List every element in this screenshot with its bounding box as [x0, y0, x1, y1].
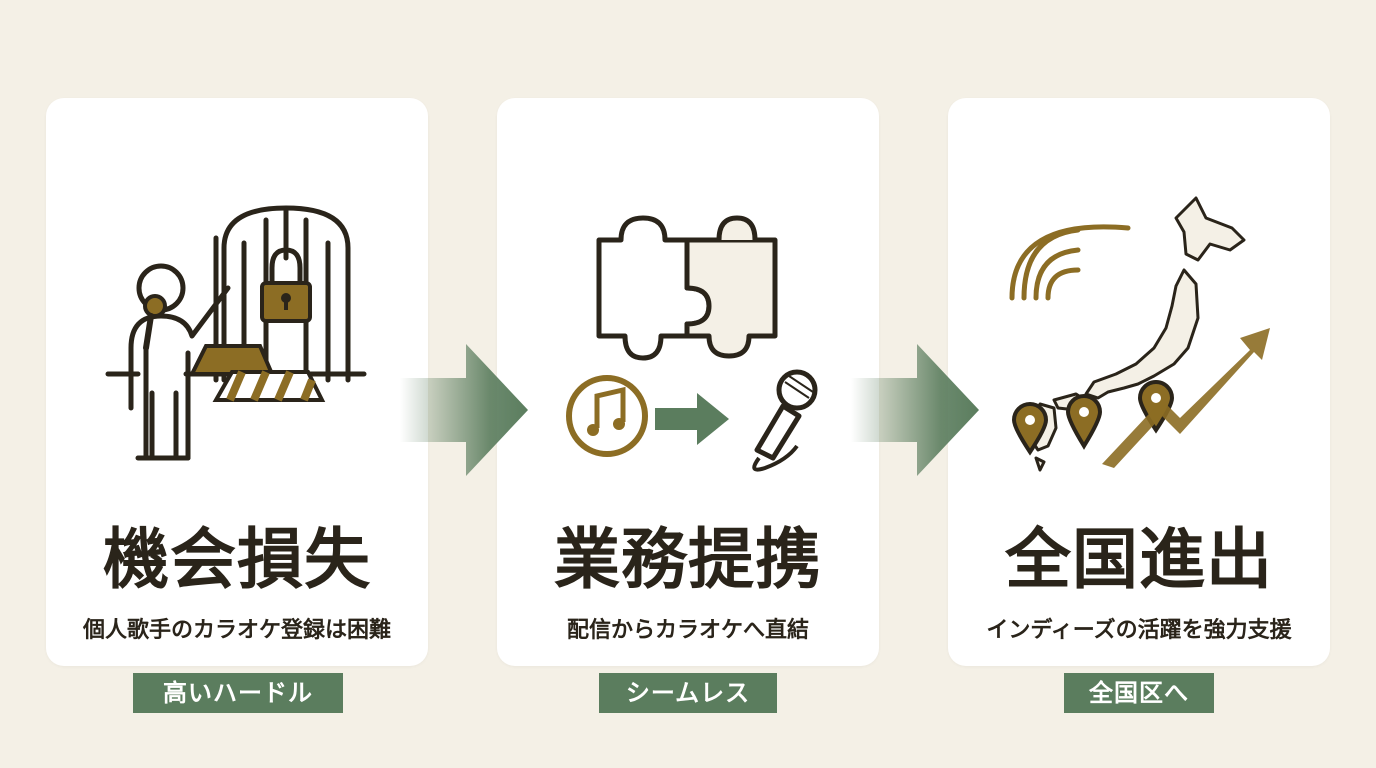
growth-arrow-icon — [1102, 328, 1270, 468]
step-card-nationwide: 全国進出 インディーズの活躍を強力支援 — [948, 98, 1330, 666]
padlock-icon — [260, 247, 312, 323]
flow-arrow-icon — [851, 344, 979, 476]
step1-illustration — [46, 188, 428, 488]
step-tag-high-hurdle: 高いハードル — [133, 673, 343, 713]
step3-illustration — [948, 188, 1330, 488]
location-pin-icon — [1137, 380, 1175, 434]
flow-arrow-icon — [400, 344, 528, 476]
step2-illustration — [497, 188, 879, 488]
step-card-opportunity-loss: 機会損失 個人歌手のカラオケ登録は困難 — [46, 98, 428, 666]
arrow-right-icon — [655, 393, 729, 445]
step-title: 業務提携 — [554, 520, 822, 598]
step-subtitle: 個人歌手のカラオケ登録は困難 — [82, 618, 391, 643]
broadcast-waves-icon — [1009, 224, 1131, 301]
step-subtitle: 配信からカラオケへ直結 — [566, 618, 809, 643]
puzzle-icon — [596, 215, 778, 361]
step-tag-nationwide: 全国区へ — [1064, 673, 1214, 713]
microphone-icon — [752, 369, 818, 472]
singer-gate-icon — [105, 205, 367, 461]
microphone-icon — [143, 294, 167, 351]
barrier-icon — [188, 344, 326, 402]
japan-expansion-icon — [1009, 196, 1270, 472]
step-subtitle: インディーズの活躍を強力支援 — [986, 618, 1292, 643]
step-title: 機会損失 — [103, 520, 371, 598]
location-pin-icon — [1011, 402, 1049, 456]
step-title: 全国進出 — [1005, 520, 1273, 598]
music-note-icon — [566, 375, 648, 457]
step-card-partnership: 業務提携 配信からカラオケへ直結 — [497, 98, 879, 666]
step-tag-seamless: シームレス — [599, 673, 777, 713]
puzzle-connection-icon — [566, 215, 818, 472]
location-pin-icon — [1065, 394, 1103, 450]
